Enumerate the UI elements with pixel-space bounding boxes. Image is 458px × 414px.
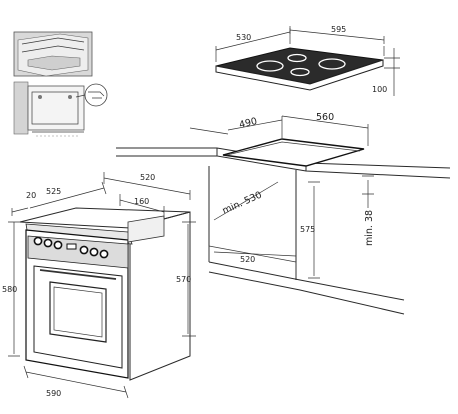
hob [215,47,384,91]
dim-oven-body-height-label: 570 [176,275,191,284]
dim-niche-height-label: 575 [300,225,315,234]
niche-dimension-lines [213,181,320,279]
dim-cutout-depth-label: 490 [238,116,258,131]
dim-oven-offset-label: 20 [26,191,36,200]
inset-detail [13,31,108,137]
dim-panel-depth-label: 160 [134,197,149,206]
hob-dimension-lines [215,26,400,96]
oven-dimension-lines [8,172,196,399]
knob-icon [53,240,63,250]
oven [19,207,191,381]
dim-oven-body-depth-label: 520 [140,173,155,182]
dim-cutout-width-label: 560 [316,112,334,123]
dim-oven-height-label: 580 [2,285,17,294]
oven-control-knobs [33,236,109,259]
knob-icon [43,238,53,248]
cutout-dimension-lines [189,115,369,146]
dim-worktop-gap-label: min. 38 [364,210,375,246]
knob-icon [99,249,109,259]
dim-oven-width-label: 590 [46,389,61,398]
knob-icon [33,236,43,246]
dim-hob-depth-label: 530 [236,33,251,42]
dim-oven-depth-label: 525 [46,187,61,196]
knob-icon [89,247,99,257]
knob-icon [79,245,89,255]
dim-niche-depth-label: min. 530 [221,190,264,217]
dim-hob-height-label: 100 [372,85,387,94]
worktop [116,138,451,179]
dim-niche-width-label: 520 [240,255,255,264]
dim-hob-width-label: 595 [331,25,346,34]
